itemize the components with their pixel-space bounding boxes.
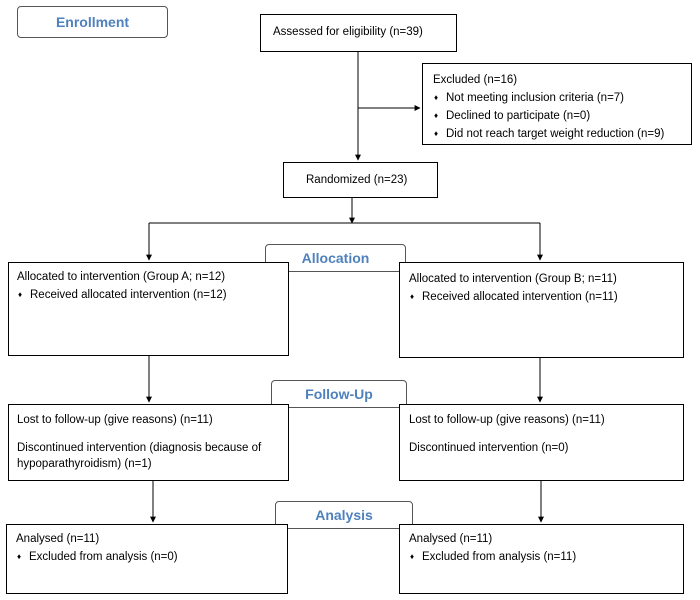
group-b-allocation-item: Received allocated intervention (n=11) [409,288,683,306]
group-a-allocation-box: Allocated to intervention (Group A; n=12… [8,262,289,356]
group-a-allocation-item: Received allocated intervention (n=12) [17,286,288,304]
group-a-allocation-title: Allocated to intervention (Group A; n=12… [17,271,226,283]
excluded-item: Did not reach target weight reduction (n… [433,125,691,143]
group-b-discontinued-text: Discontinued intervention (n=0) [409,442,569,454]
randomized-box: Randomized (n=23) [283,162,438,198]
stage-allocation: Allocation [265,244,406,272]
stage-enrollment: Enrollment [17,6,168,38]
stage-analysis-label: Analysis [315,507,373,523]
stage-follow-up-label: Follow-Up [305,386,373,402]
group-a-analysis-title: Analysed (n=11) [16,533,100,545]
group-b-follow-up-box: Lost to follow-up (give reasons) (n=11) … [399,404,684,481]
group-b-analysis-item: Excluded from analysis (n=11) [409,548,683,566]
group-a-analysis-item: Excluded from analysis (n=0) [16,548,287,566]
randomized-text: Randomized (n=23) [306,174,408,186]
excluded-item: Not meeting inclusion criteria (n=7) [433,89,691,107]
stage-enrollment-label: Enrollment [55,14,130,30]
group-b-lost-text: Lost to follow-up (give reasons) (n=11) [409,414,605,426]
group-b-analysis-box: Analysed (n=11) Excluded from analysis (… [399,524,684,594]
group-a-discontinued-text: Discontinued intervention (diagnosis bec… [17,442,262,470]
excluded-box: Excluded (n=16) Not meeting inclusion cr… [422,63,692,145]
group-a-analysis-box: Analysed (n=11) Excluded from analysis (… [6,524,288,594]
group-a-lost-text: Lost to follow-up (give reasons) (n=11) [17,414,213,426]
group-b-allocation-box: Allocated to intervention (Group B; n=11… [399,262,684,358]
group-a-follow-up-box: Lost to follow-up (give reasons) (n=11) … [8,404,289,481]
assessed-box: Assessed for eligibility (n=39) [260,14,457,52]
group-b-allocation-title: Allocated to intervention (Group B; n=11… [409,273,617,285]
excluded-item: Declined to participate (n=0) [433,107,691,125]
excluded-title: Excluded (n=16) [433,74,518,86]
assessed-text: Assessed for eligibility (n=39) [273,26,423,38]
stage-follow-up: Follow-Up [271,380,407,408]
stage-allocation-label: Allocation [301,250,370,266]
group-b-analysis-title: Analysed (n=11) [409,533,493,545]
stage-analysis: Analysis [275,501,413,529]
